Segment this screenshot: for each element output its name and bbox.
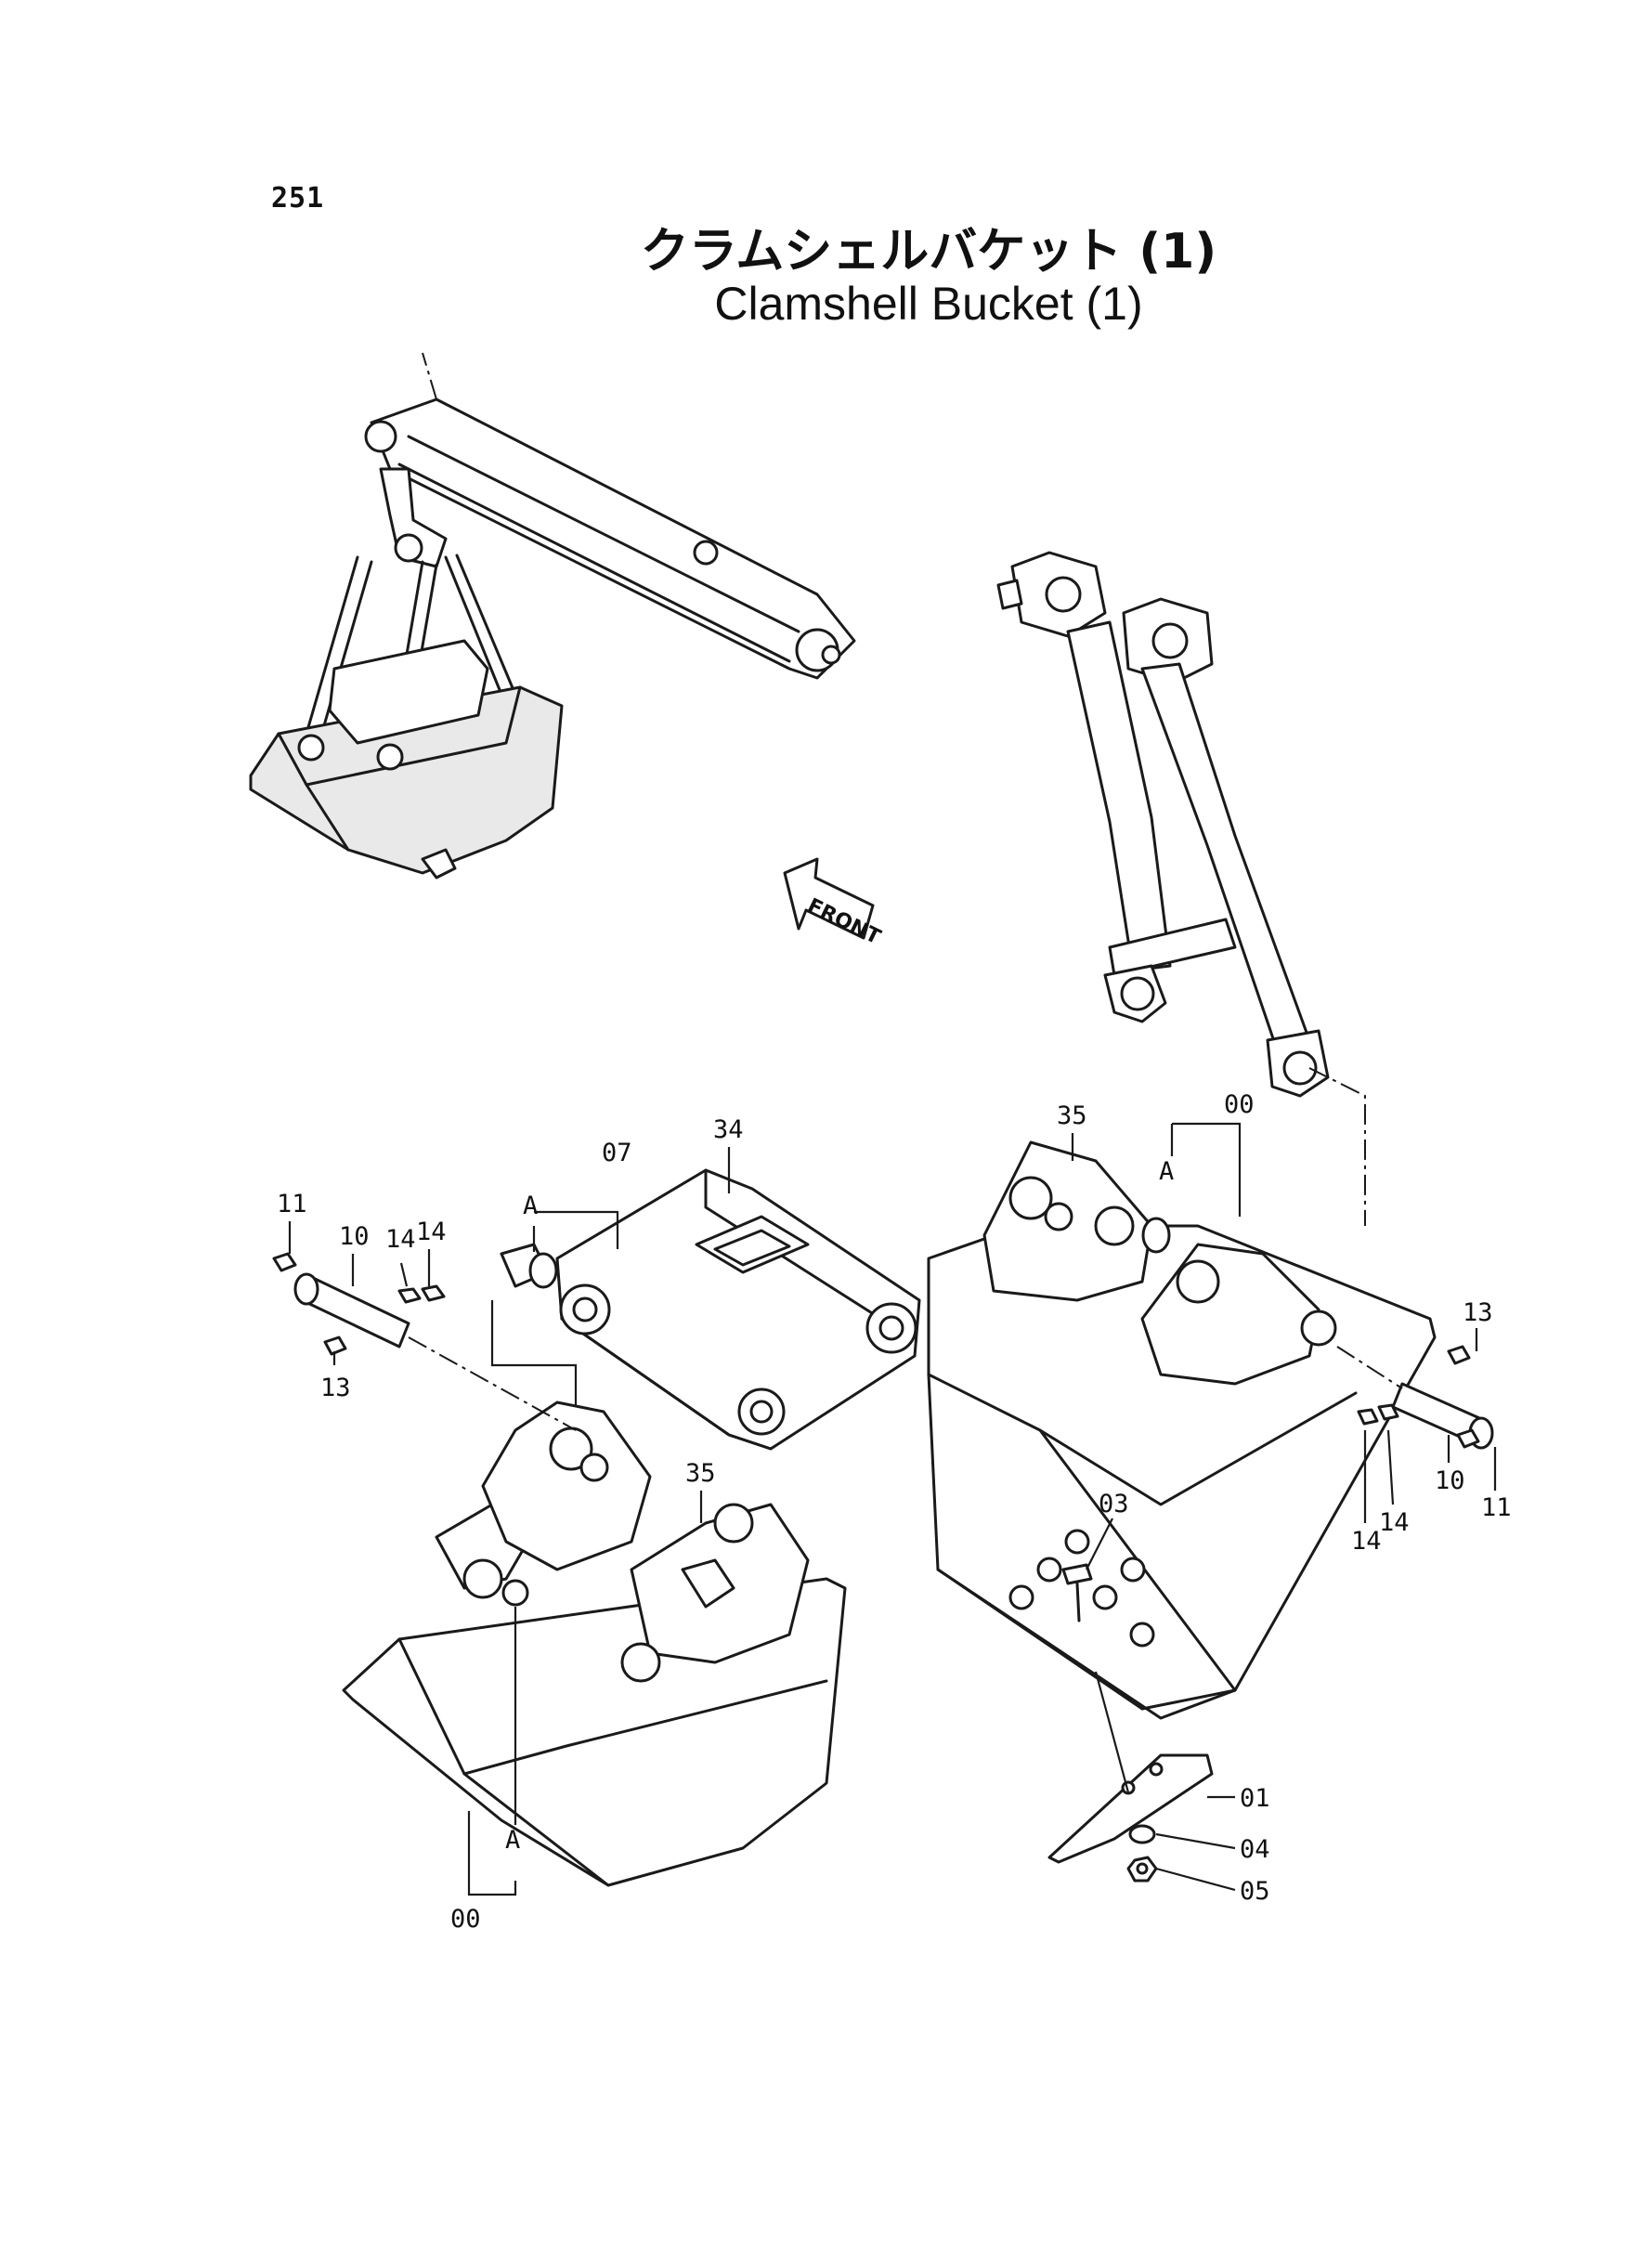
title-english: Clamshell Bucket (1) (714, 278, 1143, 330)
callout-13-left: 13 (320, 1374, 351, 1402)
left-bucket-shell (342, 1401, 847, 1887)
callout-14-left-a: 14 (385, 1225, 416, 1254)
callout-14-right-a: 14 (1351, 1527, 1382, 1556)
callout-11-left: 11 (277, 1190, 307, 1218)
right-bucket-shell (927, 1140, 1437, 1883)
callout-04: 04 (1240, 1835, 1270, 1864)
callout-00-right: 00 (1224, 1090, 1255, 1119)
callout-35-right: 35 (1057, 1101, 1087, 1130)
front-direction-arrow: FRONT (783, 857, 884, 949)
callout-14-left-b: 14 (416, 1218, 447, 1246)
upper-link-arm (996, 551, 1366, 1226)
callout-10-right: 10 (1435, 1466, 1465, 1495)
callout-05: 05 (1240, 1877, 1270, 1906)
callout-14-right-b: 14 (1379, 1508, 1410, 1537)
callout-11-right: 11 (1481, 1493, 1512, 1522)
head-block-assembly (490, 1168, 921, 1451)
callout-34: 34 (713, 1115, 744, 1144)
callout-10-left: 10 (339, 1222, 370, 1251)
callout-01: 01 (1240, 1784, 1270, 1813)
callout-00-left: 00 (450, 1905, 481, 1934)
callout-07: 07 (602, 1139, 632, 1167)
callout-a-1: A (523, 1192, 538, 1220)
page-number: 251 (271, 182, 325, 215)
right-pin-hardware (1336, 1345, 1494, 1450)
title-japanese: クラムシェルバケット (1) (640, 224, 1217, 280)
callout-a-3: A (505, 1826, 520, 1855)
callout-13-right: 13 (1463, 1298, 1493, 1327)
callout-labels: 34 07 A 11 10 14 14 13 35 35 00 A 13 10 … (277, 1090, 1512, 1934)
overview-clamshell-assembly (249, 352, 856, 879)
callout-35-left: 35 (685, 1459, 716, 1488)
left-pin-hardware (272, 1252, 577, 1431)
callout-a-2: A (1159, 1157, 1174, 1186)
callout-03: 03 (1099, 1490, 1129, 1518)
callout-leaders (288, 1122, 1497, 1896)
